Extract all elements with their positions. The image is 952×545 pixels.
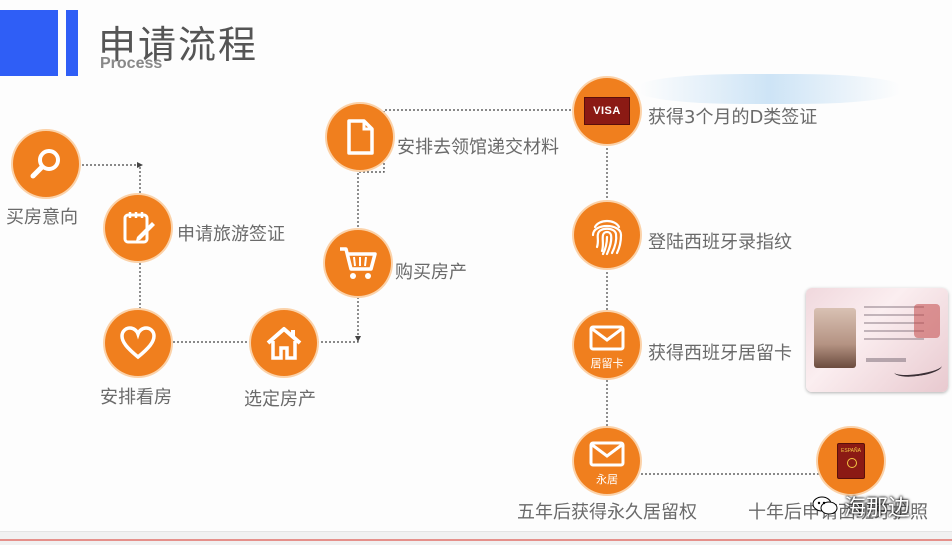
edit-document-icon — [123, 212, 155, 244]
residence-card-caption: 居留卡 — [590, 357, 624, 370]
step-fingerprint-node — [574, 202, 640, 268]
fingerprint-icon — [591, 219, 623, 256]
step-permanent-residence-node: 永居 — [574, 428, 640, 494]
step-permanent-residence-label: 五年后获得永久居留权 — [517, 502, 697, 523]
permanent-residence-icon — [589, 441, 625, 467]
step-purchase-label: 购买房产 — [395, 262, 467, 283]
permanent-residence-caption: 永居 — [596, 473, 618, 486]
document-icon — [347, 119, 374, 155]
card-seal — [914, 304, 940, 338]
visa-icon: VISA — [584, 97, 630, 125]
step-passport-node: ESPAÑA — [818, 428, 884, 494]
step-select-property-label: 选定房产 — [244, 389, 316, 410]
step-consulate-node — [327, 104, 393, 170]
step-viewing-label: 安排看房 — [100, 387, 172, 408]
step-buy-intention-node — [13, 131, 79, 197]
shopping-cart-icon — [340, 247, 377, 279]
watermark: 海那边 — [812, 490, 910, 522]
passport-text: ESPAÑA — [841, 448, 861, 454]
step-consulate-label: 安排去领馆递交材料 — [397, 137, 559, 158]
step-viewing-node — [105, 310, 171, 376]
residence-card-icon — [589, 325, 625, 351]
step-tourist-visa-node — [105, 195, 171, 261]
header-accent-bar — [66, 10, 78, 76]
step-residence-card-label: 获得西班牙居留卡 — [648, 343, 792, 364]
bottom-border — [0, 531, 952, 545]
bottom-accent-line — [0, 539, 952, 541]
heart-icon — [120, 326, 156, 360]
step-d-visa-label: 获得3个月的D类签证 — [648, 107, 818, 128]
step-purchase-node — [325, 230, 391, 296]
step-residence-card-node: 居留卡 — [574, 312, 640, 378]
page-subtitle: Process — [100, 55, 163, 72]
watermark-text: 海那边 — [844, 496, 911, 521]
passport-emblem — [847, 458, 857, 468]
card-number — [866, 358, 906, 362]
passport-icon: ESPAÑA — [837, 443, 865, 479]
home-icon — [266, 327, 302, 360]
step-fingerprint-label: 登陆西班牙录指纹 — [648, 232, 792, 253]
wechat-icon — [812, 496, 838, 515]
residence-card-image — [806, 288, 948, 392]
sky-decoration — [640, 74, 900, 104]
step-select-property-node — [251, 310, 317, 376]
step-tourist-visa-label: 申请旅游签证 — [177, 224, 285, 245]
step-buy-intention-label: 买房意向 — [6, 207, 78, 228]
card-photo — [814, 308, 856, 368]
step-passport-label: 十年后申请西班牙护照 — [748, 502, 928, 523]
step-d-visa-node: VISA — [574, 78, 640, 144]
page-title: 申请流程 — [98, 23, 259, 67]
header-accent-block — [0, 10, 58, 76]
search-icon — [30, 149, 60, 179]
